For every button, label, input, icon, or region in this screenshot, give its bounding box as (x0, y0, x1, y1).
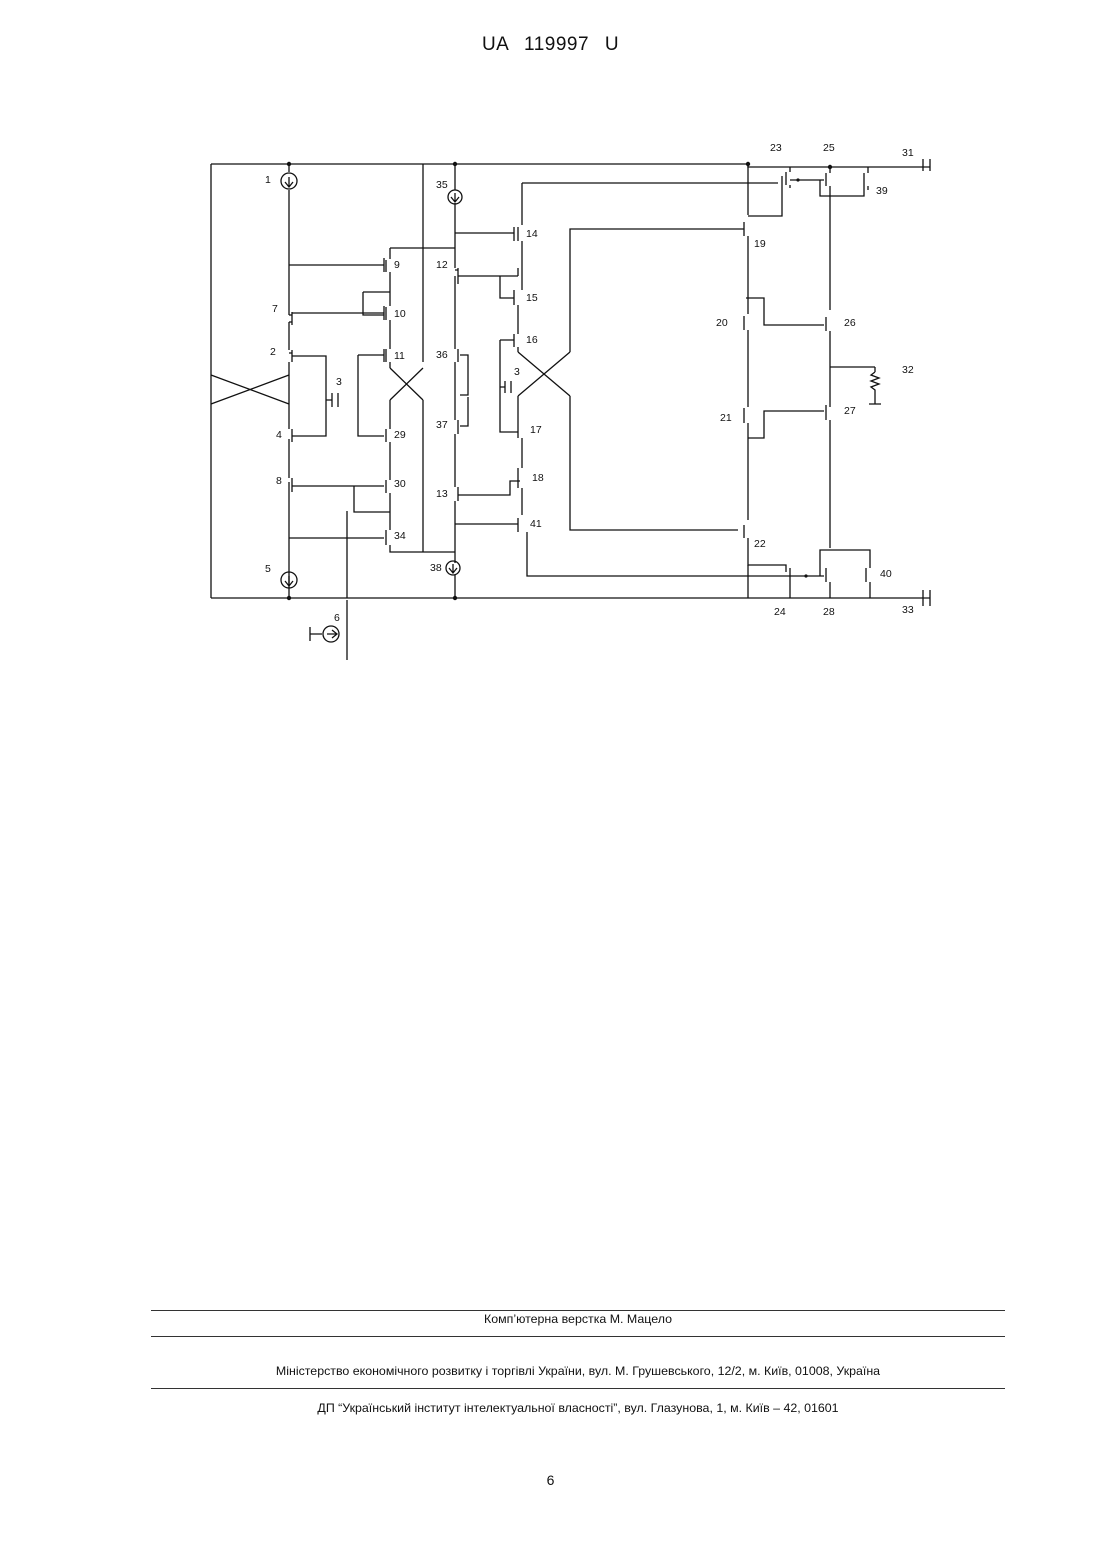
label-15: 15 (526, 292, 538, 304)
label-13: 13 (436, 488, 448, 500)
driver-stage (500, 183, 788, 576)
label-18: 18 (532, 472, 544, 484)
label-14: 14 (526, 228, 538, 240)
label-29: 29 (394, 429, 406, 441)
label-3b: 3 (514, 366, 520, 378)
label-28: 28 (823, 606, 835, 618)
label-9: 9 (394, 259, 400, 271)
label-27: 27 (844, 405, 856, 417)
label-33: 33 (902, 604, 914, 616)
label-3a: 3 (336, 376, 342, 388)
label-32: 32 (902, 364, 914, 376)
label-36: 36 (436, 349, 448, 361)
ministry-address: Міністерство економічного розвитку і тор… (151, 1364, 1005, 1378)
label-10: 10 (394, 308, 406, 320)
label-17: 17 (530, 424, 542, 436)
label-19: 19 (754, 238, 766, 250)
label-31: 31 (902, 147, 914, 159)
label-34: 34 (394, 530, 406, 542)
label-23: 23 (770, 142, 782, 154)
circuit-schematic (0, 0, 1101, 700)
footer-rule-bottom (151, 1388, 1005, 1389)
layout-credit: Комп’ютерна верстка М. Мацело (151, 1312, 1005, 1326)
junction-dots (287, 162, 832, 600)
label-5: 5 (265, 563, 271, 575)
label-12: 12 (436, 259, 448, 271)
label-21: 21 (720, 412, 732, 424)
label-20: 20 (716, 317, 728, 329)
label-4: 4 (276, 429, 282, 441)
label-35: 35 (436, 179, 448, 191)
footer-rule-top (151, 1310, 1005, 1311)
mirror-column (354, 248, 455, 552)
label-6: 6 (334, 612, 340, 624)
label-2: 2 (270, 346, 276, 358)
label-7: 7 (272, 303, 278, 315)
label-1: 1 (265, 174, 271, 186)
label-37: 37 (436, 419, 448, 431)
output-stage (738, 164, 881, 598)
label-40: 40 (880, 568, 892, 580)
label-24: 24 (774, 606, 786, 618)
label-16: 16 (526, 334, 538, 346)
label-8: 8 (276, 475, 282, 487)
label-41: 41 (530, 518, 542, 530)
power-rails (211, 159, 930, 606)
label-30: 30 (394, 478, 406, 490)
label-39: 39 (876, 185, 888, 197)
label-25: 25 (823, 142, 835, 154)
label-26: 26 (844, 317, 856, 329)
label-22: 22 (754, 538, 766, 550)
institute-address: ДП “Український інститут інтелектуальної… (151, 1401, 1005, 1415)
footer-rule-middle (151, 1336, 1005, 1337)
label-11: 11 (394, 350, 405, 362)
page-number: 6 (0, 1472, 1101, 1488)
label-38: 38 (430, 562, 442, 574)
